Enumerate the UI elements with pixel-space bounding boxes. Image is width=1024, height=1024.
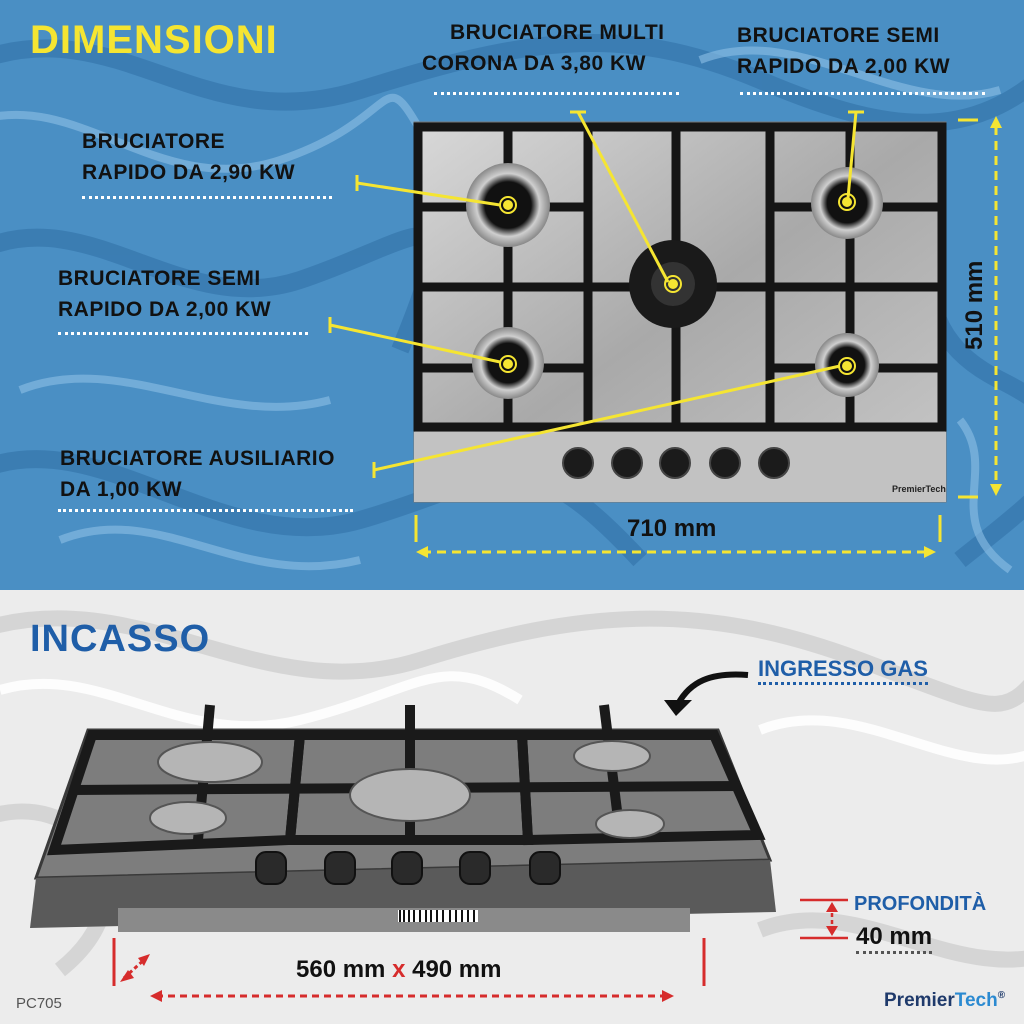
gas-inlet-label: INGRESSO GAS [758,656,928,685]
cutout-x: x [392,956,406,983]
brand-name-b: Tech [954,990,998,1011]
depth-label: PROFONDITÀ [854,893,987,915]
cutout-dimensions: 560 mm x 490 mm [296,956,501,984]
divider [58,332,308,335]
width-dimension: 710 mm [627,515,717,542]
label-rapid-line2: RAPIDO DA 2,90 KW [82,161,296,184]
hob-brand-label: PremierTech [892,484,946,494]
divider [740,92,985,95]
pointer-lines [328,110,1002,558]
height-dimension: 510 mm [961,260,988,350]
depth-value: 40 mm [856,923,933,954]
divider [434,92,679,95]
cutout-height: 490 mm [412,956,502,983]
label-semi-left-line1: BRUCIATORE SEMI [58,267,261,290]
page-title: DIMENSIONI [30,18,278,62]
incasso-title: INCASSO [30,618,211,660]
label-semi-left-line2: RAPIDO DA 2,00 KW [58,298,272,321]
hob-perspective-view [30,704,776,932]
label-multi-line2: CORONA DA 3,80 KW [422,52,646,75]
brand-name-a: Premier [884,990,955,1011]
model-code: PC705 [16,995,62,1012]
depth-arrows [800,898,848,940]
label-semi-top-line2: RAPIDO DA 2,00 KW [737,55,951,78]
label-semi-top-line1: BRUCIATORE SEMI [737,24,940,47]
label-multi-line1: BRUCIATORE MULTI [450,21,665,44]
brand-logo: PremierTech® [884,990,1005,1012]
label-aux-line1: BRUCIATORE AUSILIARIO [60,447,335,470]
gas-inlet-arrow [664,671,749,716]
label-rapid-line1: BRUCIATORE [82,130,226,153]
dimensions-panel: DIMENSIONI PremierTech [0,0,1024,590]
divider [58,509,353,512]
divider [82,196,332,199]
installation-panel: INCASSO [0,590,1024,1024]
label-aux-line2: DA 1,00 KW [60,478,183,501]
brand-reg: ® [997,990,1006,1001]
cutout-width: 560 mm [296,956,386,983]
cutout-arrows [112,938,706,1002]
